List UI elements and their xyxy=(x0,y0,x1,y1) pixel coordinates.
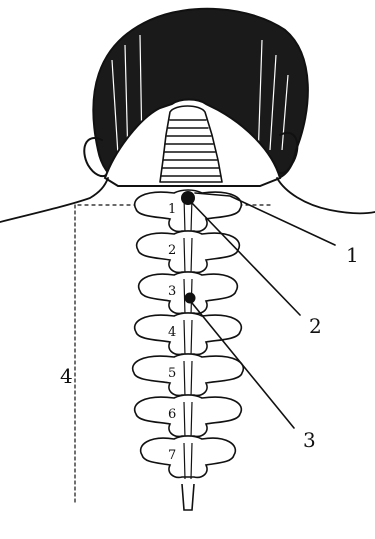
spine-tail xyxy=(182,484,194,510)
vertebra-number: 2 xyxy=(168,243,176,258)
callout-label-2: 2 xyxy=(309,314,322,338)
callout-label-3: 3 xyxy=(303,428,316,452)
vertebra-7: 7 xyxy=(141,436,236,479)
vertebra-5: 5 xyxy=(133,354,244,397)
callout-label-4: 4 xyxy=(60,364,73,388)
vertebra-outline xyxy=(139,272,238,313)
vertebra-number: 1 xyxy=(168,202,176,217)
callout-label-1: 1 xyxy=(346,243,359,267)
vertebra-number: 4 xyxy=(168,325,176,340)
vertebra-4: 4 xyxy=(135,313,242,356)
vertebra-number: 7 xyxy=(168,448,176,463)
vertebra-outline xyxy=(135,395,242,436)
vertebra-number: 6 xyxy=(168,407,176,422)
marker-dot-2 xyxy=(185,293,196,304)
vertebra-outline xyxy=(141,436,236,477)
vertebra-2: 2 xyxy=(137,231,240,274)
vertebra-outline xyxy=(133,354,244,395)
vertebra-number: 3 xyxy=(168,284,176,299)
left-shoulder-line xyxy=(0,178,108,222)
vertebra-number: 5 xyxy=(168,366,176,381)
vertebra-outline xyxy=(135,313,242,354)
vertebra-6: 6 xyxy=(135,395,242,438)
right-shoulder-line xyxy=(277,178,375,213)
